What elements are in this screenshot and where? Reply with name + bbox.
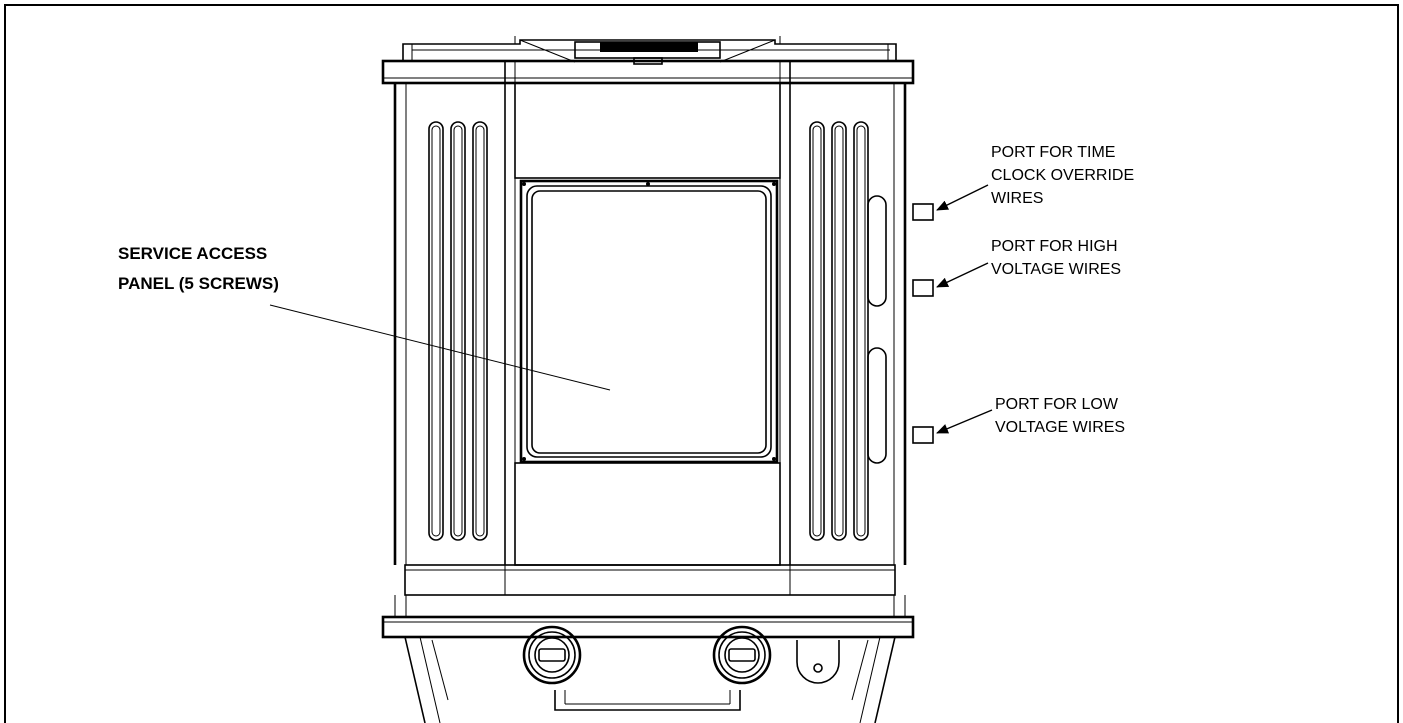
high-voltage-label-line1: PORT FOR HIGH <box>991 238 1118 255</box>
right-vents <box>809 121 869 541</box>
heat-pump-unit <box>381 36 915 723</box>
time-clock-arrow <box>936 184 989 211</box>
time-clock-port <box>912 203 934 221</box>
time-clock-label-line1: PORT FOR TIME <box>991 144 1115 161</box>
base-feet <box>404 636 896 723</box>
time-clock-label-line3: WIRES <box>991 190 1043 207</box>
service-panel-callout: SERVICE ACCESS PANEL (5 SCREWS) <box>118 244 279 293</box>
body-panel-lines <box>504 61 791 565</box>
service-panel-leader <box>269 304 611 391</box>
water-inlet-connector <box>522 625 582 685</box>
low-voltage-callout: PORT FOR LOW VOLTAGE WIRES <box>995 396 1125 436</box>
high-voltage-port <box>912 279 934 297</box>
low-voltage-label-line1: PORT FOR LOW <box>995 396 1119 413</box>
high-voltage-arrow <box>936 262 989 288</box>
high-voltage-callout: PORT FOR HIGH VOLTAGE WIRES <box>991 238 1121 278</box>
water-outlet-connector <box>712 625 772 685</box>
time-clock-label-line2: CLOCK OVERRIDE <box>991 167 1134 184</box>
panel-screws <box>522 182 776 461</box>
side-brackets <box>867 195 887 464</box>
leader-lines <box>269 184 993 434</box>
low-voltage-arrow <box>936 409 993 434</box>
low-voltage-port <box>912 426 934 444</box>
top-cap <box>402 36 897 65</box>
service-access-panel <box>519 179 779 464</box>
left-vents <box>428 121 488 541</box>
service-panel-label-line2: PANEL (5 SCREWS) <box>118 274 279 293</box>
drain-port <box>796 640 840 684</box>
wire-ports <box>912 203 934 444</box>
service-panel-label-line1: SERVICE ACCESS <box>118 244 267 263</box>
low-voltage-label-line2: VOLTAGE WIRES <box>995 419 1125 436</box>
diagram-border <box>4 4 1399 723</box>
time-clock-callout: PORT FOR TIME CLOCK OVERRIDE WIRES <box>991 144 1134 207</box>
high-voltage-label-line2: VOLTAGE WIRES <box>991 261 1121 278</box>
